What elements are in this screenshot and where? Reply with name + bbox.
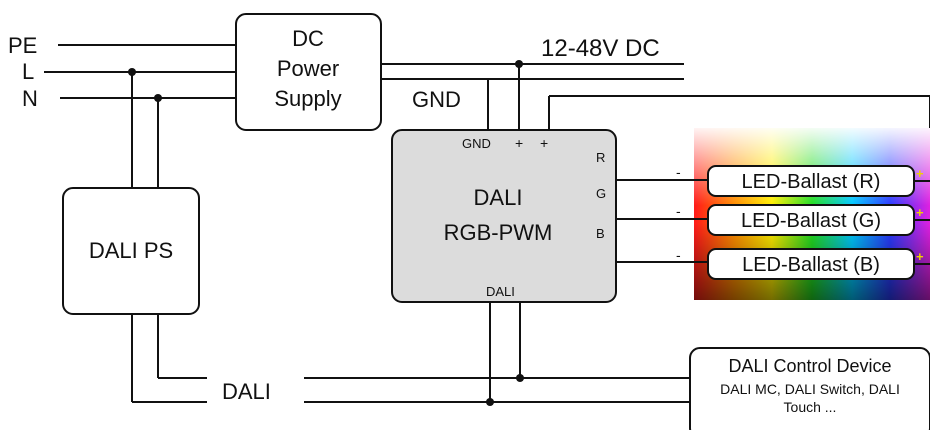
control-device-line3: Touch ... [784,399,837,415]
control-device-line2: DALI MC, DALI Switch, DALI [720,381,900,397]
ballast-minus: - [676,164,681,180]
module-pin-gnd: GND [462,136,491,151]
module-pin-dali: DALI [486,284,515,299]
junction-dot [515,60,523,68]
ballast-minus: - [676,247,681,263]
module-pin-plus-1: + [515,135,523,151]
power-supply-line1: DC [292,26,324,51]
ballast-label: LED-Ballast (G) [741,210,881,232]
control-device-title: DALI Control Device [728,356,891,376]
junction-dot [154,94,162,102]
dc-output-wiring [381,60,930,130]
power-supply-line3: Supply [274,86,341,111]
ballast-plus: + [916,205,924,220]
dali-bus-label: DALI [222,379,271,404]
ballast-label: LED-Ballast (R) [742,171,881,193]
junction-dot [516,374,524,382]
ballast-minus: - [676,203,681,219]
ballast-b: LED-Ballast (B) - + [676,247,930,280]
module-pin-r: R [596,150,605,165]
dc-power-supply-box [235,13,382,131]
dc-voltage-label: 12-48V DC [541,35,660,62]
ballast-plus: + [916,249,924,264]
gnd-wire-label: GND [412,87,461,112]
mains-l-label: L [22,59,34,84]
dali-rgb-pwm-module [391,129,617,303]
module-title-line2: RGB-PWM [444,220,553,245]
rgb-channel-wiring [616,179,708,263]
ballast-r: LED-Ballast (R) - + [676,164,930,197]
ballast-label: LED-Ballast (B) [742,254,880,276]
module-pin-plus-2: + [540,135,548,151]
module-title-line1: DALI [474,185,523,210]
junction-dot [128,68,136,76]
dali-ps-label: DALI PS [89,238,173,263]
mains-wiring [44,44,236,188]
module-pin-b: B [596,226,605,241]
mains-n-label: N [22,86,38,111]
dali-control-device-box [689,347,930,430]
ballast-g: LED-Ballast (G) - + [676,203,930,236]
ballast-plus: + [916,166,924,181]
dali-bus-wiring [131,302,690,406]
module-pin-g: G [596,186,606,201]
mains-pe-label: PE [8,33,37,58]
power-supply-line2: Power [277,56,339,81]
junction-dot [486,398,494,406]
